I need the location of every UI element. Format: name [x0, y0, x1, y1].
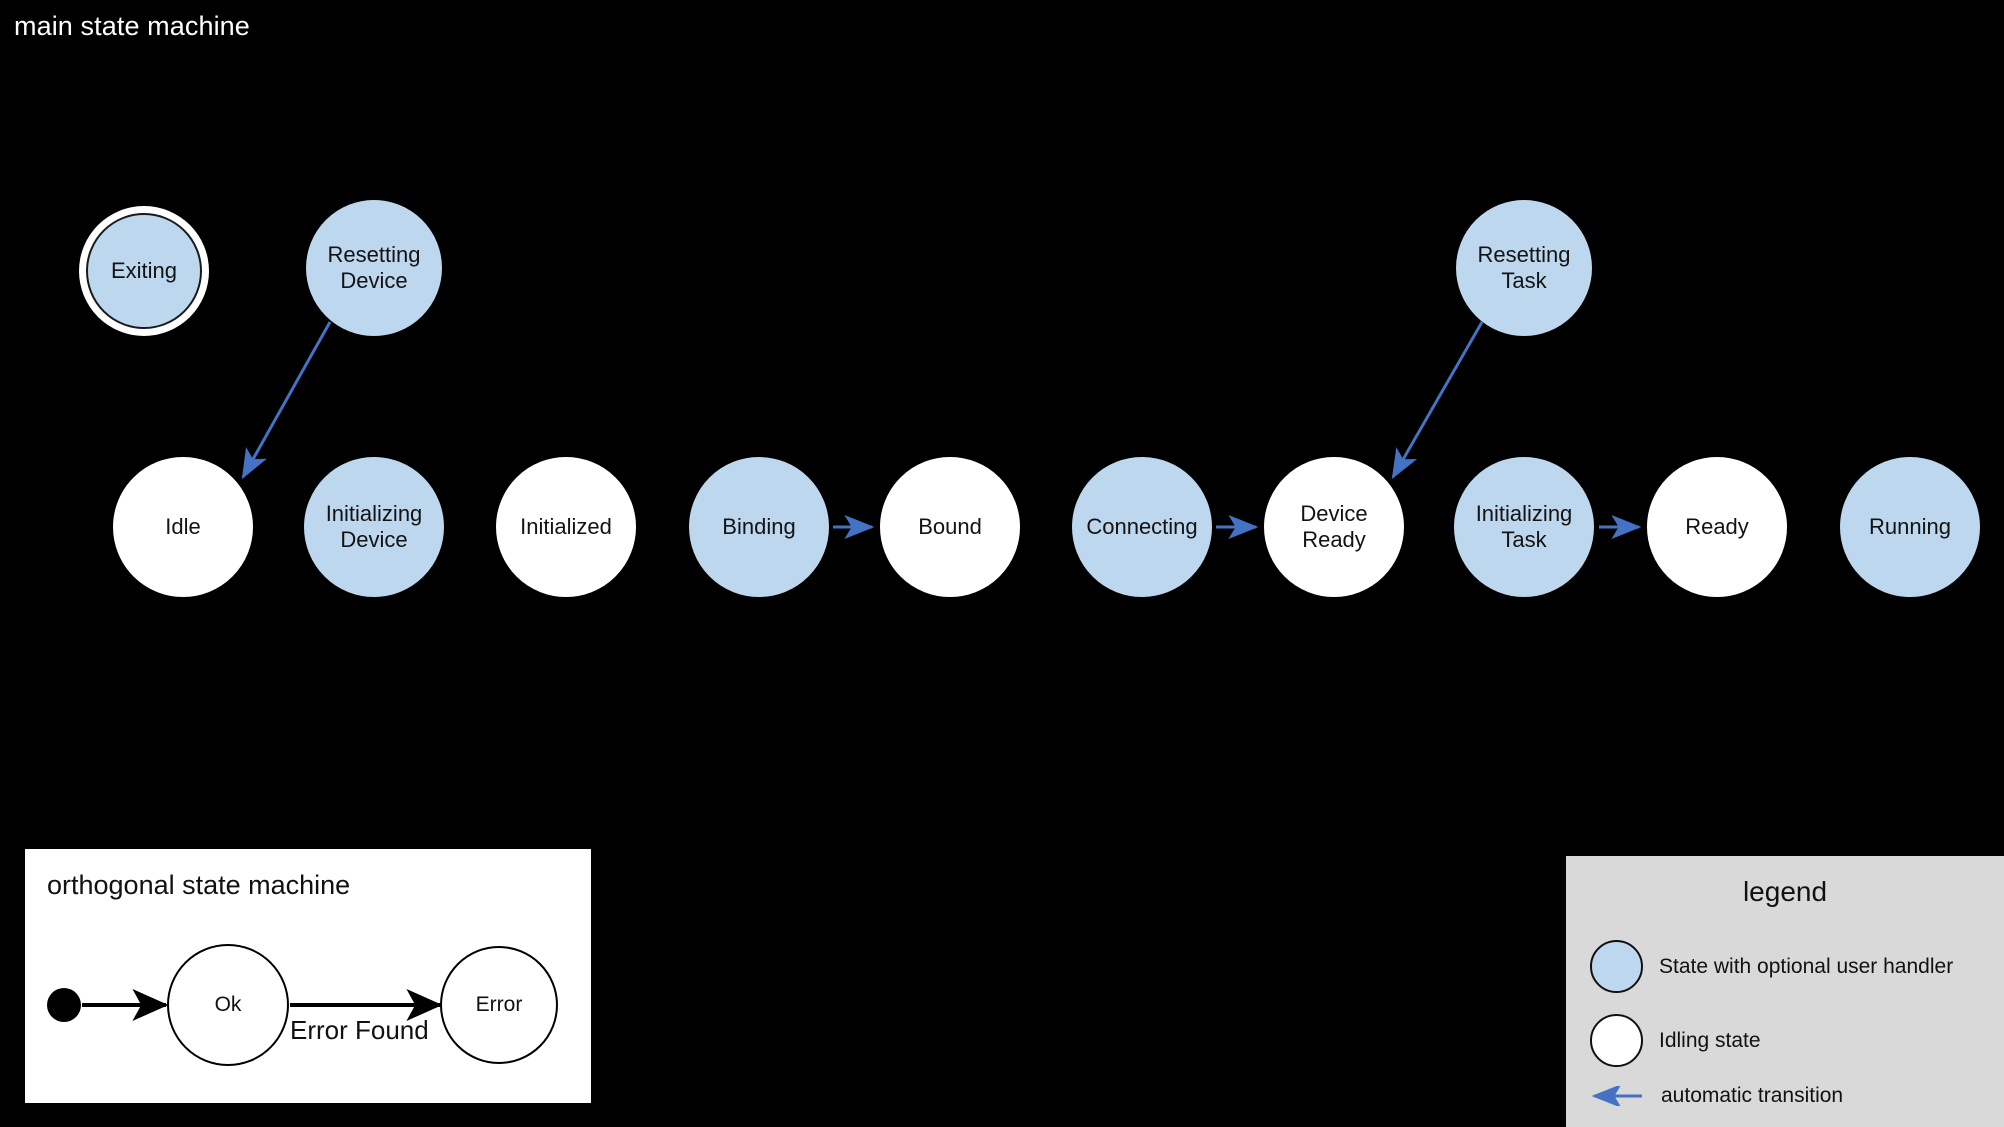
- legend-item-automatic-transition: automatic transition: [1590, 1084, 1843, 1108]
- ortho-state-label: Ok: [214, 993, 242, 1016]
- state-ready[interactable]: Ready: [1647, 457, 1787, 597]
- white-circle-icon: [1590, 1014, 1643, 1067]
- state-exiting[interactable]: Exiting: [86, 213, 202, 329]
- state-label: Running: [1869, 514, 1951, 540]
- orthogonal-state-machine-panel: orthogonal state machine: [22, 846, 594, 1106]
- legend-item-label: automatic transition: [1661, 1084, 1844, 1107]
- state-initialized[interactable]: Initialized: [496, 457, 636, 597]
- state-bound[interactable]: Bound: [880, 457, 1020, 597]
- state-running[interactable]: Running: [1840, 457, 1980, 597]
- ortho-state-ok[interactable]: Ok: [167, 944, 289, 1066]
- state-idle[interactable]: Idle: [113, 457, 253, 597]
- legend-item-handler-state: State with optional user handler: [1590, 940, 1953, 993]
- state-label: Idle: [165, 514, 201, 540]
- legend-item-label: State with optional user handler: [1659, 954, 1954, 978]
- ortho-transition-label-error-found: Error Found: [290, 1015, 429, 1045]
- state-label: Ready: [1685, 514, 1749, 540]
- ortho-state-error[interactable]: Error: [440, 946, 558, 1064]
- transition-resetting-task-to-device-ready: [1391, 321, 1484, 480]
- arrow-left-icon: [1590, 1084, 1643, 1108]
- legend-panel: legend State with optional user handler …: [1566, 856, 2004, 1127]
- orthogonal-panel-title: orthogonal state machine: [47, 870, 351, 900]
- state-binding[interactable]: Binding: [689, 457, 829, 597]
- state-label: Bound: [918, 514, 982, 540]
- state-connecting[interactable]: Connecting: [1072, 457, 1212, 597]
- state-label: Binding: [722, 514, 796, 540]
- diagram-title: main state machine: [14, 11, 250, 41]
- transition-resetting-device-to-idle: [241, 321, 332, 480]
- legend-title: legend: [1742, 876, 1828, 907]
- orthogonal-initial-state-dot: [47, 988, 81, 1022]
- legend-item-idling-state: Idling state: [1590, 1014, 1761, 1067]
- state-label: Initialized: [520, 514, 612, 540]
- state-label: Exiting: [110, 258, 178, 284]
- orthogonal-edges: [82, 989, 443, 1021]
- legend-item-label: Idling state: [1659, 1028, 1761, 1052]
- ortho-state-label: Error: [475, 993, 523, 1016]
- state-label: Connecting: [1086, 514, 1198, 540]
- blue-circle-icon: [1590, 940, 1643, 993]
